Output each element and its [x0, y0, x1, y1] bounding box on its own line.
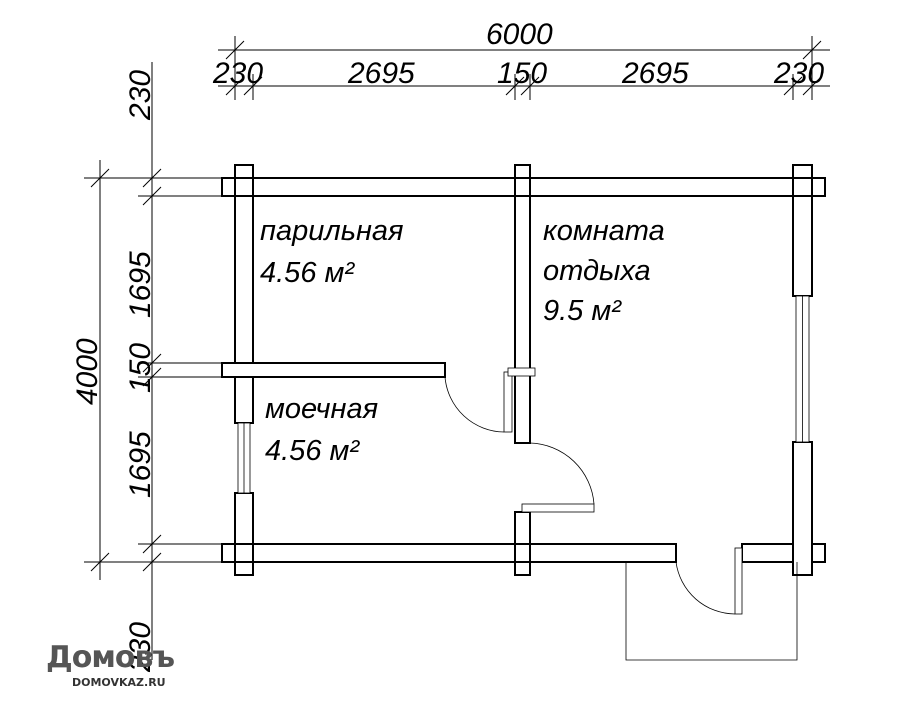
- dim-top-2: 2695: [347, 57, 415, 90]
- wall-middle-upper: [514, 164, 531, 444]
- wall-partition: [221, 362, 446, 378]
- room-labels: парильная 4.56 м² комната отдыха 9.5 м² …: [260, 215, 665, 467]
- dim-top-5: 230: [773, 57, 824, 90]
- dim-left-1: 230: [124, 70, 157, 121]
- top-dimensions: 6000 230 2695 150 2695 230: [212, 18, 830, 100]
- steam-room-name: парильная: [260, 215, 404, 247]
- wall-left-upper: [234, 164, 254, 424]
- window-left: [237, 422, 251, 494]
- door-entrance: [625, 547, 798, 661]
- dim-top-4: 2695: [621, 57, 689, 90]
- left-dimensions: 4000 230 1695 150 1695 230: [71, 62, 235, 673]
- logo-brand: Домовъ: [46, 640, 175, 675]
- dim-total-width: 6000: [486, 18, 553, 51]
- watermark-logo: Домовъ DOMOVKAZ.RU: [46, 640, 175, 696]
- dim-top-3: 150: [497, 57, 547, 90]
- rest-room-name-line2: отдыха: [543, 255, 651, 287]
- door-steam-room: [444, 367, 536, 433]
- wall-right-lower: [792, 441, 813, 576]
- rest-room-area: 9.5 м²: [543, 295, 622, 327]
- wall-right-upper: [792, 164, 813, 297]
- door-washing-room: [521, 442, 595, 513]
- rest-room-name-line1: комната: [543, 215, 665, 247]
- logo-site: DOMOVKAZ.RU: [72, 676, 166, 689]
- window-right: [795, 295, 810, 443]
- wall-bottom-left: [221, 543, 677, 563]
- washing-room-area: 4.56 м²: [265, 435, 360, 467]
- dim-left-4: 1695: [124, 431, 157, 498]
- washing-room-name: моечная: [265, 393, 378, 425]
- doors: [444, 367, 798, 661]
- windows: [237, 295, 810, 494]
- steam-room-area: 4.56 м²: [260, 257, 355, 289]
- dim-total-depth: 4000: [71, 338, 104, 405]
- dim-left-3: 150: [124, 343, 157, 393]
- dim-top-1: 230: [212, 57, 263, 90]
- dim-left-5: 230: [124, 622, 157, 673]
- dim-left-2: 1695: [124, 251, 157, 318]
